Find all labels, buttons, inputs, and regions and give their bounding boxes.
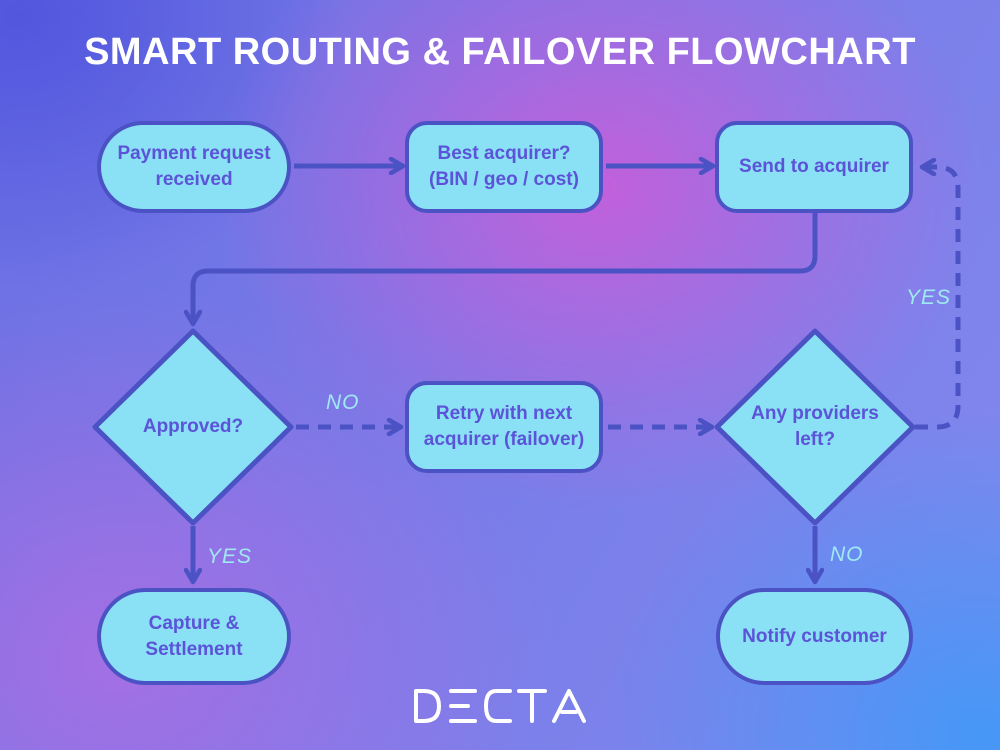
logo-letter-e — [449, 689, 477, 723]
edge-label-yes-approved: YES — [207, 545, 253, 568]
edge-label-no-providers: NO — [830, 543, 864, 566]
node-capture-settlement-label: Capture & Settlement — [145, 612, 243, 660]
node-capture-settlement: Capture & Settlement — [97, 588, 291, 685]
node-payment-request: Payment request received — [97, 121, 291, 213]
logo-letter-c — [484, 689, 512, 723]
page-title: SMART ROUTING & FAILOVER FLOWCHART — [84, 31, 916, 73]
node-send-to-acquirer: Send to acquirer — [715, 121, 913, 213]
logo-letter-d — [414, 689, 441, 723]
node-notify-customer: Notify customer — [716, 588, 913, 685]
node-providers-left-label: Any providers left? — [751, 403, 879, 450]
node-payment-request-label: Payment request received — [117, 143, 271, 190]
node-retry-failover-label: Retry with next acquirer (failover) — [423, 403, 585, 450]
node-best-acquirer-label: Best acquirer? (BIN / geo / cost) — [429, 143, 579, 190]
node-best-acquirer: Best acquirer? (BIN / geo / cost) — [405, 121, 603, 213]
edge-label-yes-return: YES — [906, 286, 952, 309]
node-approved-label: Approved? — [142, 416, 244, 437]
node-send-to-acquirer-label: Send to acquirer — [739, 156, 889, 177]
edge-label-no-failover: NO — [326, 391, 360, 414]
edge-providers-to-send-yes — [915, 167, 961, 430]
node-retry-failover: Retry with next acquirer (failover) — [405, 381, 603, 473]
diamond-approved-shape — [92, 328, 294, 526]
logo-letter-a — [552, 689, 586, 723]
decta-logo-glyphs — [414, 689, 586, 723]
node-notify-customer-label: Notify customer — [742, 625, 887, 647]
logo-letter-t — [517, 689, 547, 723]
decta-logo: DECTA — [412, 688, 588, 729]
diamond-providers-shape — [714, 328, 916, 526]
edge-send-to-approved — [193, 213, 818, 322]
